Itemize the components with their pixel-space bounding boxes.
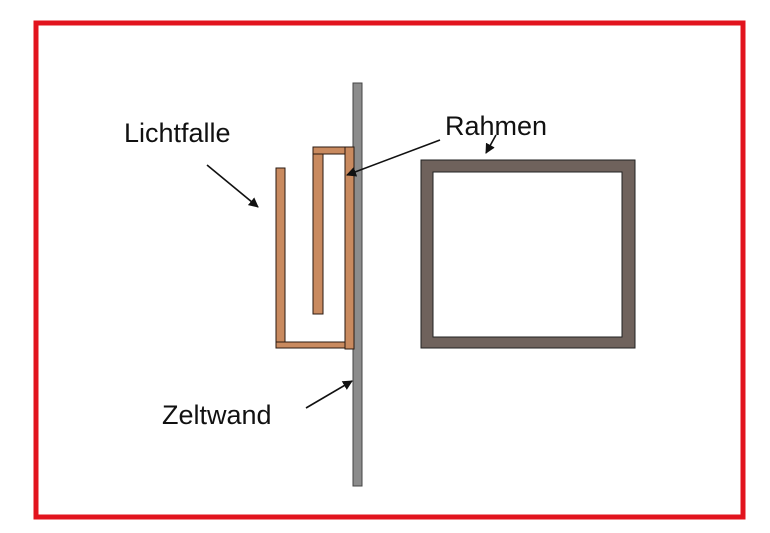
arrow-frame [485,134,497,154]
arrow-light-trap [206,164,259,208]
label-frame: Rahmen [445,111,547,141]
label-light-trap: Lichtfalle [124,118,231,148]
arrow-tent-wall [305,380,353,409]
trap-wall-strip [344,146,355,350]
trap-inner-strip [312,153,324,315]
label-tent-wall: Zeltwand [162,400,272,430]
trap-bottom-bar [275,341,346,349]
light-trap [275,146,355,350]
frame [420,159,636,349]
trap-top-bar [312,146,346,155]
outer-border [33,20,746,520]
arrow-frame-wall [346,139,441,177]
trap-outer-strip [275,167,286,343]
